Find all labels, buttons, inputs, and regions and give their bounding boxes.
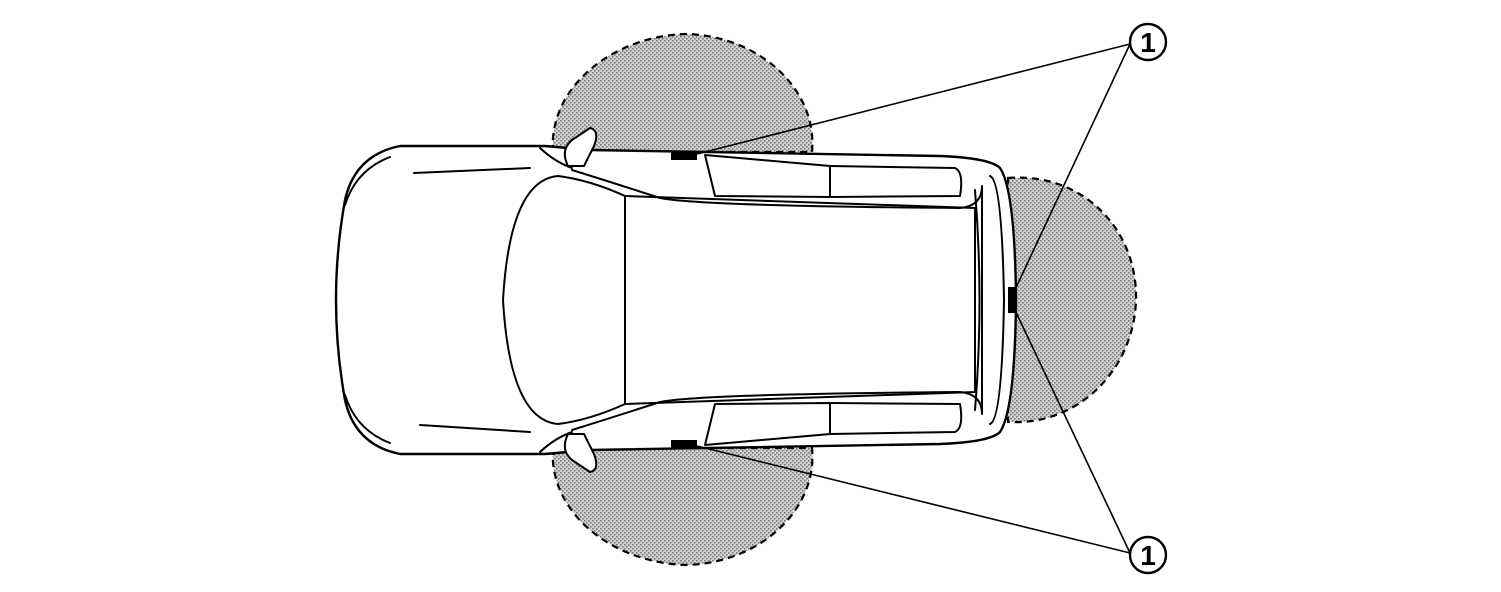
mirror-right [563, 433, 598, 473]
detection-zone-left-door [551, 32, 814, 154]
vehicle-outline [334, 144, 1018, 456]
callout-bottom-circle [1128, 535, 1168, 575]
detection-zone-right-door [551, 446, 814, 567]
leader-line-top-1 [696, 43, 1131, 155]
vehicle-body [334, 144, 1018, 456]
leader-line-bottom-2 [1013, 307, 1131, 554]
headlight-left [344, 156, 391, 206]
antenna-right-door [671, 440, 697, 448]
vehicle-details [344, 127, 1005, 473]
window-upper-rear [829, 165, 963, 198]
roof-panel [624, 195, 976, 405]
a-pillar-left [539, 147, 573, 169]
hood-crease-right [419, 424, 531, 433]
rear-bumper [974, 189, 981, 411]
leader-lines [696, 43, 1131, 554]
rear-gate [989, 175, 1005, 425]
a-pillar-right [539, 431, 573, 453]
hood-crease-left [413, 167, 531, 174]
mirror-left [563, 127, 598, 167]
antennas [671, 152, 1017, 448]
antenna-left-door [671, 152, 697, 160]
callout-bottom: 1 [1128, 535, 1168, 575]
antenna-rear [1008, 287, 1017, 313]
callout-bottom-label: 1 [1140, 540, 1156, 571]
callout-top-circle [1128, 22, 1168, 62]
detection-zone-rear [1006, 176, 1138, 424]
callout-top: 1 [1128, 22, 1168, 62]
callout-top-label: 1 [1140, 27, 1156, 58]
headlight-right [344, 394, 391, 444]
detection-zones [551, 32, 1138, 567]
leader-line-bottom-1 [696, 445, 1131, 554]
window-lower-rear [829, 402, 963, 435]
cabin-outline [571, 169, 983, 431]
leader-line-top-2 [1013, 43, 1131, 293]
roof-outline [502, 175, 626, 425]
